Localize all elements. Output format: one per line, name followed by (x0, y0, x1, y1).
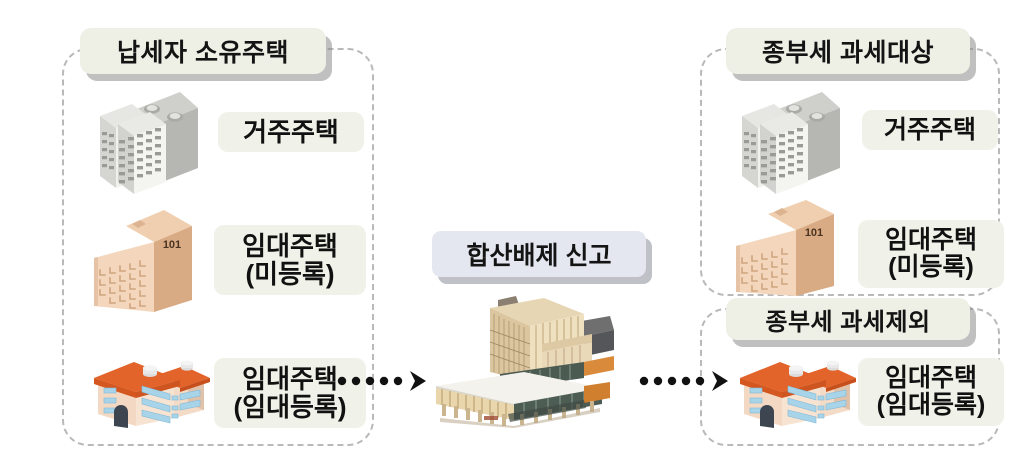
label-line2: (임대등록) (876, 391, 986, 419)
label-line1: 임대주택 (884, 364, 977, 392)
label-left-rental-unregistered: 임대주택 (미등록) (214, 225, 366, 295)
label-line1: 임대주택 (242, 363, 338, 394)
gray-apartment-icon (730, 76, 842, 196)
panel-title-taxpayer-owned: 납세자 소유주택 (80, 28, 326, 74)
dotted-arrow-left-to-center (336, 368, 432, 394)
label-line1: 임대주택 (242, 230, 338, 261)
label-line2: (미등록) (888, 253, 974, 281)
label-line2: (임대등록) (233, 392, 347, 422)
label-left-residential-house: 거주주택 (218, 112, 364, 152)
label-line1: 임대주택 (884, 226, 977, 254)
label-left-rental-registered: 임대주택 (임대등록) (214, 358, 366, 428)
beige-apartment-101-icon: 101 (86, 200, 202, 318)
beige-apartment-101-icon: 101 (728, 192, 844, 302)
label-line1: 거주주택 (243, 116, 339, 147)
label-right-residential-house: 거주주택 (862, 110, 998, 150)
red-roof-villa-icon (84, 344, 212, 428)
red-roof-villa-icon (730, 344, 858, 428)
dotted-arrow-center-to-right (638, 368, 734, 394)
apartment-number-text: 101 (163, 239, 181, 251)
center-label-exclusion-filing: 합산배제 신고 (432, 231, 646, 277)
label-right-rental-registered: 임대주택 (임대등록) (858, 358, 1004, 426)
apartment-number-text: 101 (805, 227, 823, 239)
gray-apartment-icon (88, 76, 200, 196)
government-tax-office-building (424, 286, 620, 428)
label-line1: 거주주택 (883, 115, 976, 144)
panel-title-taxable: 종부세 과세대상 (726, 28, 970, 74)
label-line2: (미등록) (245, 259, 335, 289)
panel-title-excluded: 종부세 과세제외 (726, 298, 970, 340)
label-right-rental-unregistered: 임대주택 (미등록) (858, 220, 1004, 288)
